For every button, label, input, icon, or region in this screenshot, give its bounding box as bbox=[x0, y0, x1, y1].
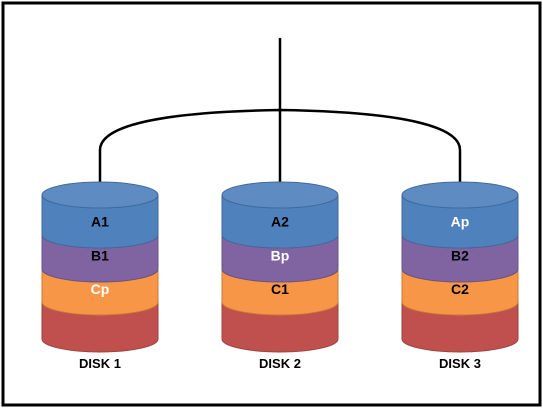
disk-1-label: DISK 1 bbox=[79, 356, 121, 371]
disk-3-segment-label: B2 bbox=[451, 248, 469, 264]
disk-1-top-cap bbox=[41, 181, 159, 209]
disk-1-segment-label: A1 bbox=[91, 214, 109, 230]
disk-3-segment-label: C2 bbox=[451, 281, 469, 297]
disk-2-label: DISK 2 bbox=[259, 356, 301, 371]
disk-2-segment-label: C1 bbox=[271, 281, 289, 297]
disk-1-segment-label: Cp bbox=[91, 281, 110, 297]
disk-3-segment-label: Ap bbox=[451, 214, 470, 230]
disk-1-segment-label: B1 bbox=[91, 248, 109, 264]
disk-bus-wire bbox=[98, 108, 462, 187]
disk-3-top-cap bbox=[401, 181, 519, 209]
disk-2-segment-label: A2 bbox=[271, 214, 289, 230]
disk-3-label: DISK 3 bbox=[439, 356, 481, 371]
disk-2-segment-label: Bp bbox=[271, 248, 290, 264]
disk-2-top-cap bbox=[221, 181, 339, 209]
